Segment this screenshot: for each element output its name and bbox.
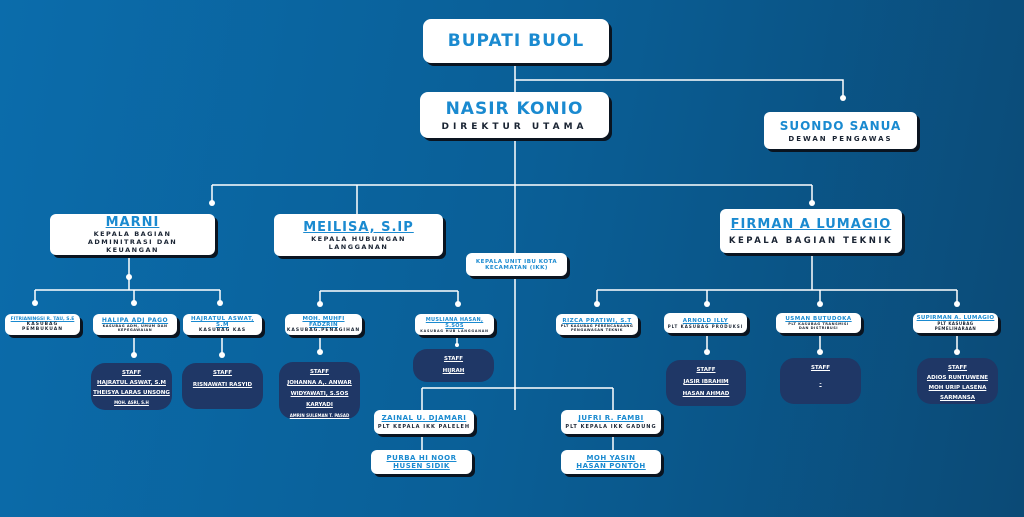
staff-member: HIJRAH: [442, 368, 465, 374]
staff-member: RISNAWATI RASYID: [192, 382, 253, 388]
node-bupati: BUPATI BUOL: [423, 19, 609, 63]
node-name: USMAN BUTUDOKA: [785, 316, 852, 322]
node-name: RIZCA PRATIWI, S.T: [562, 317, 632, 324]
staff-box-halipa: STAFF HAJRATUL ASWAT, S.M THEISYA LARAS UN…: [91, 363, 172, 410]
staff-member: AMRIN SULEMAN T. PASAD: [289, 413, 350, 418]
node-name: ARNOLD ILLY: [682, 317, 729, 324]
staff-member: JOHANNA A,. ANWAR: [287, 380, 352, 386]
node-name: HALIPA ADJ PAGO: [101, 317, 169, 324]
node-name: MUSLIANA HASAN, S.SOS: [425, 316, 484, 329]
node-name: JUFRI R. FAMBI: [578, 414, 644, 422]
node-role: PLT KASUBAG PERENCANAANG PENGAWASAN TEKN…: [560, 323, 634, 332]
node-role: PLT KASUBAG TRANSMISI DAN DISTRIBUSI: [788, 322, 849, 330]
staff-member: HAJRATUL ASWAT, S.M: [97, 380, 166, 386]
node-role: KEPALA BAGIAN ADMINITRASI DAN KEUANGAN: [87, 230, 178, 254]
node-name: NASIR KONIO: [445, 98, 584, 119]
node-role: KASUBAG HUB LANGGANAN: [420, 328, 489, 333]
staff-member: -: [819, 381, 822, 387]
node-name: ZAINAL U. DJAMARI: [381, 414, 467, 422]
node-name: BUPATI BUOL: [447, 31, 585, 51]
staff-label: STAFF: [443, 356, 464, 362]
staff-member: MOH YASIN: [586, 454, 636, 462]
staff-box-musliana: STAFF HIJRAH: [413, 349, 494, 382]
staff-box-arnold: STAFF JASIR IBRAHIM HASAN AHMAD: [666, 360, 746, 406]
node-name: HAJRATUL ASWAT, S.M: [190, 316, 255, 328]
node-role: KASUBAG.PENAGIHAN: [286, 328, 361, 333]
node-role: KEPALA BAGIAN TEKNIK: [728, 235, 894, 246]
staff-label: STAFF: [696, 367, 716, 373]
node-name: SUONDO SANUA: [779, 118, 902, 133]
node-role: KEPALA HUBUNGAN LANGGANAN: [311, 234, 406, 251]
node-role: KASUBAG KAS: [198, 328, 247, 333]
staff-label: STAFF: [121, 370, 142, 376]
staff-member: ADIOS RUNTUWENE: [926, 375, 989, 381]
node-name: SUPIRMAN A. LUMAGIO: [916, 315, 995, 321]
node-role: PLT KEPALA IKK PALELEH: [377, 424, 471, 430]
node-ikk-head-zainal: ZAINAL U. DJAMARI PLT KEPALA IKK PALELEH: [374, 410, 474, 434]
staff-label: STAFF: [212, 370, 233, 376]
staff-member: JASIR IBRAHIM: [683, 379, 729, 385]
node-head-firman: FIRMAN A LUMAGIO KEPALA BAGIAN TEKNIK: [720, 209, 902, 253]
node-role: PLT KASUBAG PEMELIHARAAN: [934, 321, 977, 331]
staff-label: STAFF: [947, 365, 968, 371]
staff-member: HASAN AHMAD: [682, 391, 730, 397]
node-name: MARNI: [105, 215, 160, 230]
staff-member: MOH. ASRI, S.H: [114, 400, 149, 405]
node-name: MOH. MUHFI FADZRIN: [302, 316, 345, 328]
staff-member: THEISYA LARAS UNSONG: [93, 390, 170, 396]
node-name: MEILISA, S.IP: [303, 219, 414, 235]
staff-member: SARMANSA: [939, 395, 975, 401]
node-role: DEWAN PENGAWAS: [788, 134, 893, 143]
staff-box-muhfi: STAFF JOHANNA A,. ANWAR WIDYAWATI, S.SOS KA…: [279, 362, 360, 419]
node-ikk-head-jufri: JUFRI R. FAMBI PLT KEPALA IKK GADUNG: [561, 410, 661, 434]
node-role: PLT KASUBAG PRODUKSI: [667, 323, 744, 329]
staff-label: STAFF: [810, 365, 831, 371]
node-ikk: KEPALA UNIT IBU KOTA KECAMATAN (IKK): [466, 253, 567, 276]
node-name: FIRMAN A LUMAGIO: [730, 216, 892, 232]
staff-member: WIDYAWATI, S.SOS: [290, 391, 349, 397]
staff-member: MOH URIP LASENA: [928, 385, 987, 391]
staff-box-usman: STAFF -: [780, 358, 861, 404]
node-role: PLT KEPALA IKK GADUNG: [565, 424, 657, 430]
staff-member: HUSEN SIDIK: [393, 462, 450, 470]
node-role: KASUBAG PEMBUKUAN: [21, 322, 64, 332]
staff-member: KARYADI: [306, 402, 333, 408]
staff-member: PURBA HI NOOR: [386, 454, 457, 462]
staff-member: HASAN PONTOH: [576, 462, 646, 470]
node-role: KASUBAG ADM, UMUM DAN KEPEGAWAIAN: [102, 324, 168, 332]
staff-box-supirman: STAFF ADIOS RUNTUWENE MOH URIP LASENA SARMA…: [917, 358, 998, 404]
node-director: NASIR KONIO DIREKTUR UTAMA: [420, 92, 609, 138]
staff-label: STAFF: [309, 369, 330, 375]
node-role: DIREKTUR UTAMA: [441, 121, 588, 132]
node-role: KEPALA UNIT IBU KOTA KECAMATAN (IKK): [475, 258, 558, 271]
staff-box-hajratul: STAFF RISNAWATI RASYID: [182, 363, 263, 409]
node-name: FITRIANINGSI R. TAU, S.E: [10, 317, 75, 322]
